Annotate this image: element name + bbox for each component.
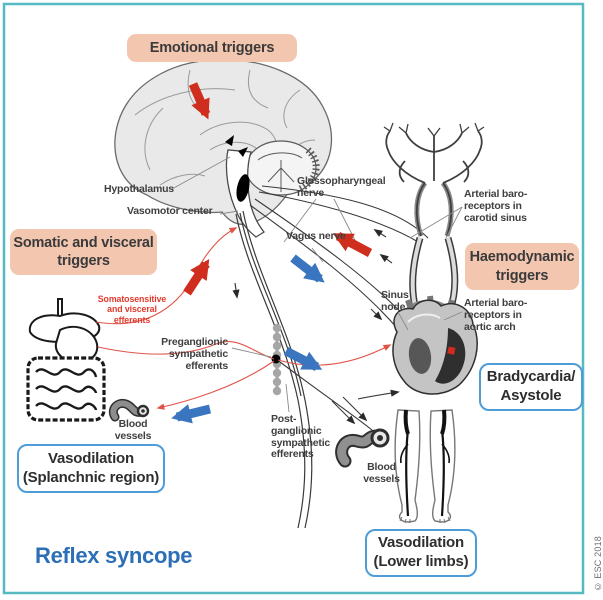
- blood-vessel-limbs-illustration: [335, 428, 390, 468]
- trigger-box-haemodynamic: Haemodynamic triggers: [465, 243, 579, 290]
- sympathetic-chain-illustration: [271, 323, 282, 396]
- label-somatosensitive-efferents: Somatosensitive and visceral efferents: [97, 294, 167, 325]
- brain-illustration: [114, 59, 333, 238]
- carotid-arteries-illustration: [409, 237, 459, 312]
- label-baroreceptors-aortic: Arterial baro- receptors in aortic arch: [464, 297, 528, 333]
- spinal-nerve-paths: [232, 210, 313, 529]
- red-arrow-somatic-afferent: [183, 259, 210, 296]
- label-blood-vessels-splanchnic: Blood vessels: [114, 418, 152, 442]
- outcome-box-vasodilation-splanchnic: Vasodilation (Splanchnic region): [17, 444, 165, 493]
- outcome-box-bradycardia: Bradycardia/ Asystole: [479, 363, 583, 411]
- blue-arrow-sympathetic-efferent: [283, 347, 323, 371]
- vagus-glossopharyngeal-paths: [249, 185, 429, 400]
- frame-border: [2, 2, 585, 595]
- blood-vessel-splanchnic-illustration: [108, 398, 150, 422]
- label-baroreceptors-carotid: Arterial baro- receptors in carotid sinu…: [464, 188, 528, 224]
- blue-arrow-splanchnic-efferent: [171, 404, 212, 424]
- trigger-box-somatic-visceral: Somatic and visceral triggers: [10, 229, 157, 275]
- legs-illustration: [394, 409, 456, 524]
- label-hypothalamus: Hypothalamus: [104, 183, 174, 195]
- heart-illustration: [392, 295, 478, 395]
- label-preganglionic: Preganglionic sympathetic efferents: [161, 336, 228, 372]
- red-arrow-emotional: [188, 82, 211, 120]
- label-vasomotor-center: Vasomotor center: [127, 205, 213, 217]
- copyright-text: © ESC 2018: [593, 536, 603, 592]
- label-vagus-nerve: Vagus nerve: [286, 230, 346, 242]
- trigger-box-emotional: Emotional triggers: [127, 34, 297, 62]
- label-sinus-node: Sinus node: [381, 289, 409, 313]
- blue-arrow-vagal-efferent: [290, 254, 325, 283]
- postganglionic-paths: [279, 361, 373, 431]
- red-arrow-baroreceptor-afferent: [332, 232, 373, 257]
- label-postganglionic: Post- ganglionic sympathetic efferents: [271, 413, 331, 461]
- label-leader-lines: [171, 156, 463, 413]
- label-glossopharyngeal-nerve: Glossopharyngeal nerve: [297, 175, 386, 199]
- cerebral-arteries-illustration: [383, 122, 485, 237]
- outcome-box-vasodilation-lower-limbs: Vasodilation (Lower limbs): [365, 529, 477, 577]
- label-blood-vessels-limbs: Blood vessels: [363, 461, 400, 485]
- figure-title: Reflex syncope: [35, 543, 193, 568]
- gut-illustration: [26, 298, 106, 422]
